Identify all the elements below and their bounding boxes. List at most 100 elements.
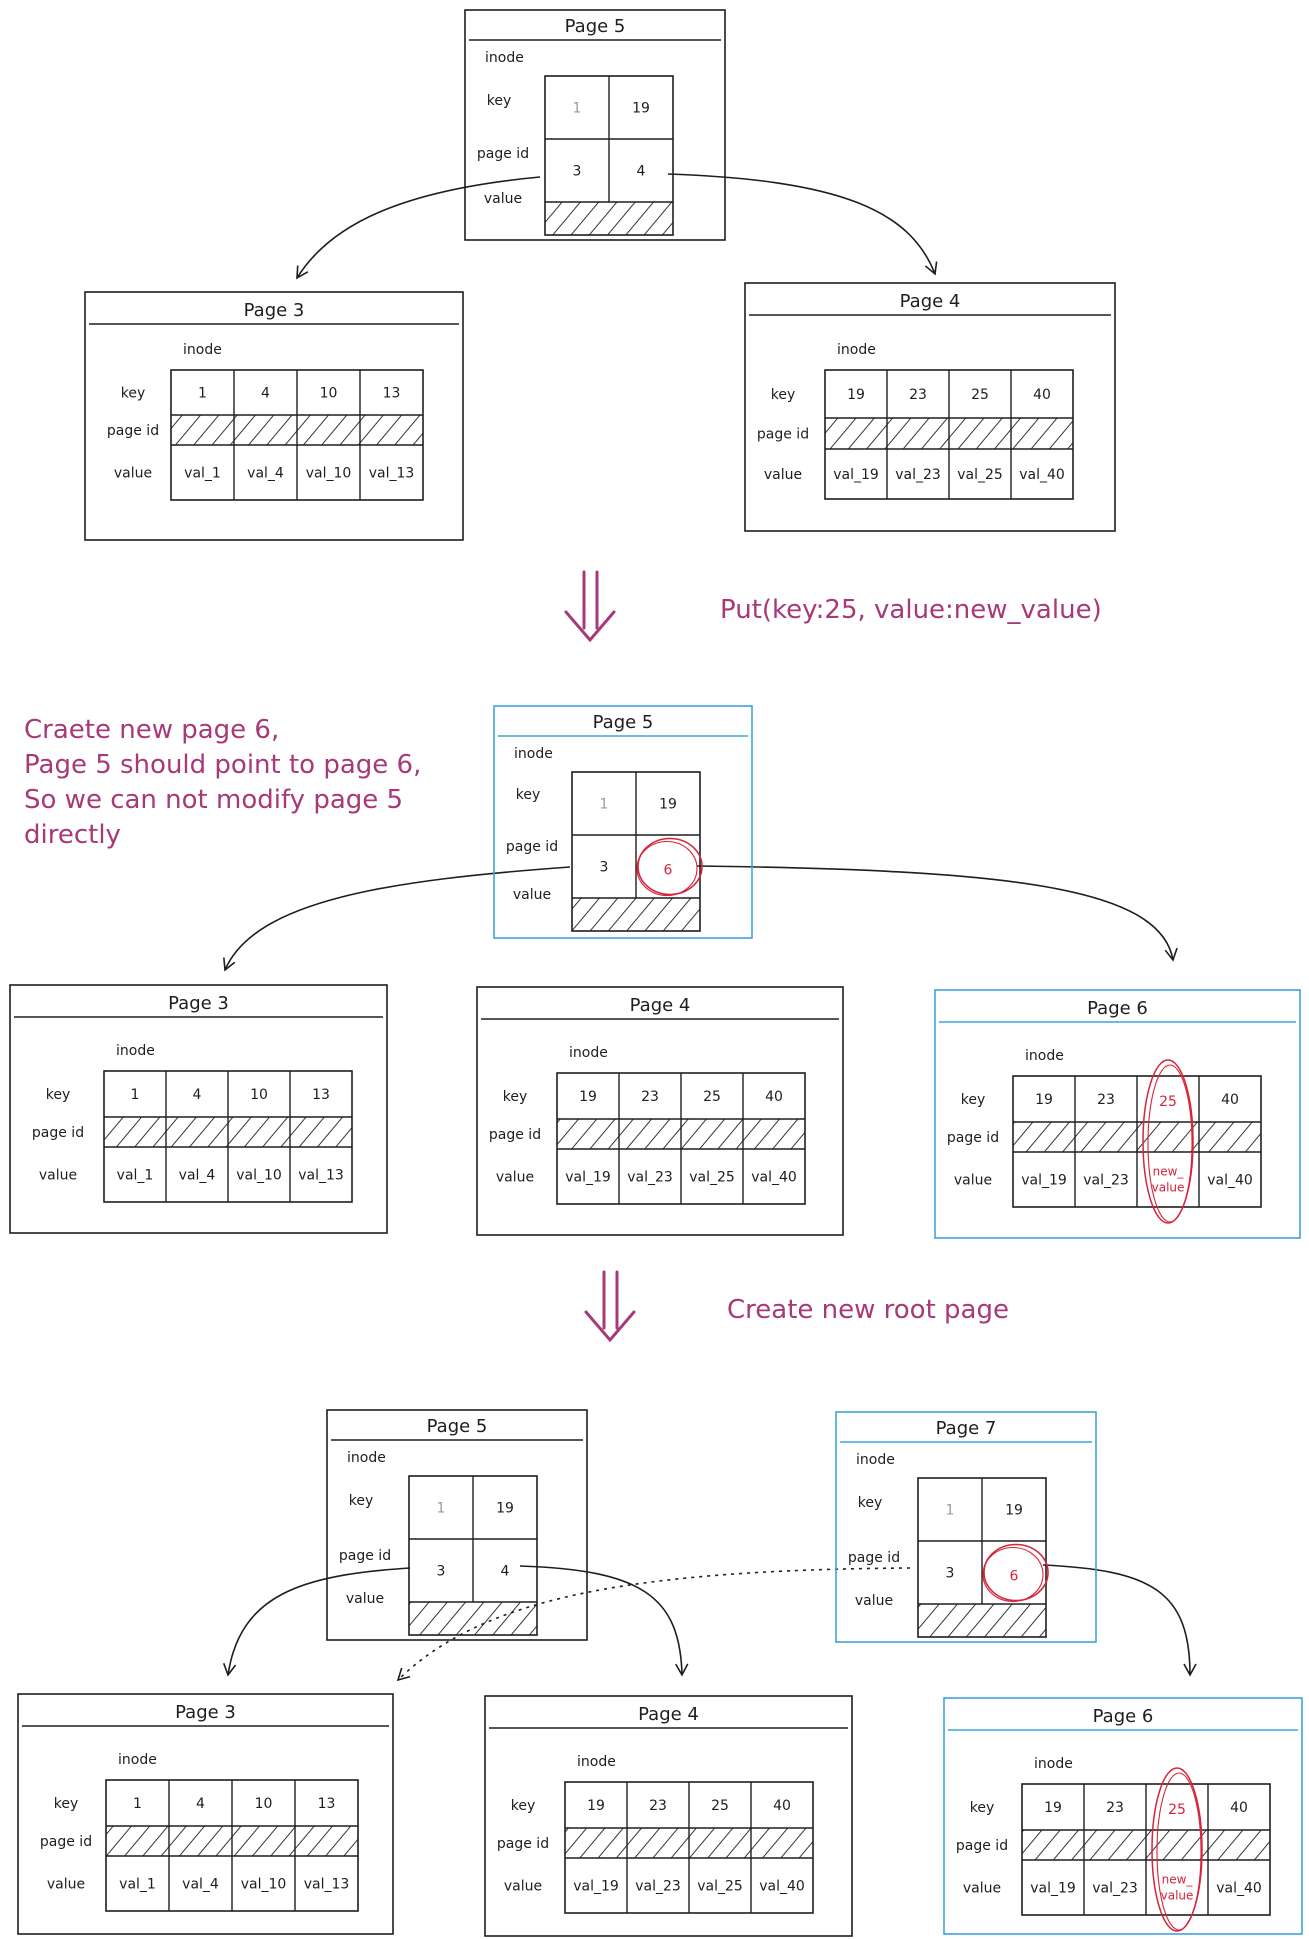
page-frame: [934, 989, 1301, 1239]
key-row-label: key: [961, 1092, 986, 1108]
inode-label: inode: [485, 50, 524, 66]
key-cell: 19: [587, 1798, 605, 1814]
key-cell: 19: [632, 101, 650, 117]
key-cell: 25: [711, 1798, 729, 1814]
key-row-label: key: [487, 93, 512, 109]
value-cell: val_23: [627, 1170, 673, 1186]
page-frame: [326, 1409, 588, 1641]
key-cell: 25: [971, 387, 989, 403]
value-cell: val_4: [247, 466, 284, 482]
value-row-label: value: [39, 1168, 77, 1184]
note-line: So we can not modify page 5: [24, 785, 403, 815]
copy-on-write-note: Craete new page 6, Page 5 should point t…: [24, 715, 430, 850]
page-frame: [17, 1693, 394, 1935]
inode-label: inode: [183, 342, 222, 358]
page-title: Page 5: [565, 16, 626, 37]
change-highlight-ellipse: [1156, 1772, 1202, 1931]
edge-page5-to-page3: [223, 866, 571, 972]
change-highlight-circle: [982, 1546, 1044, 1603]
page-id-row-label: page id: [497, 1836, 549, 1852]
value-hatch: [918, 1604, 1046, 1637]
key-cell: 1: [600, 797, 609, 813]
page-id-cell: 3: [600, 860, 609, 876]
value-row-label: value: [484, 191, 522, 207]
value-cell: val_10: [236, 1168, 282, 1184]
page-id-row-label: page id: [506, 839, 558, 855]
page-title: Page 6: [1093, 1706, 1154, 1727]
key-cell: 13: [312, 1087, 330, 1103]
inode-label: inode: [1025, 1048, 1064, 1064]
page-id-cell: 3: [573, 164, 582, 180]
value-cell: val_4: [179, 1168, 216, 1184]
key-cell: 19: [659, 797, 677, 813]
key-cell: 1: [198, 386, 207, 402]
change-highlight-circle: [983, 1543, 1049, 1602]
key-cell: 10: [255, 1796, 273, 1812]
edge-page5-to-page4: [519, 1565, 689, 1677]
value-cell: val_23: [1092, 1881, 1138, 1897]
key-cell: 23: [649, 1798, 667, 1814]
connectors: [222, 173, 1197, 1682]
key-cell: 13: [318, 1796, 336, 1812]
note-line: Craete new page 6,: [24, 715, 279, 745]
key-cell: 40: [765, 1089, 783, 1105]
inode-label: inode: [116, 1043, 155, 1059]
page-title: Page 5: [427, 1416, 488, 1437]
inode-label: inode: [514, 746, 553, 762]
key-cell: 25: [703, 1089, 721, 1105]
key-cell: 19: [1005, 1503, 1023, 1519]
inode-label: inode: [347, 1450, 386, 1466]
value-cell: val_19: [1021, 1173, 1067, 1189]
edge-page7-to-page3: [396, 1567, 911, 1682]
key-row-label: key: [511, 1798, 536, 1814]
page-id-row-label: page id: [947, 1130, 999, 1146]
inode-label: inode: [577, 1754, 616, 1770]
key-cell: 1: [437, 1501, 446, 1517]
edge-page5-to-page3: [222, 1567, 411, 1677]
edge-page5-to-page4: [667, 173, 938, 276]
value-cell: val_19: [833, 467, 879, 483]
page-id-row-label: page id: [848, 1550, 900, 1566]
inode-label: inode: [856, 1452, 895, 1468]
inode-label: inode: [837, 342, 876, 358]
value-cell: val_25: [689, 1170, 735, 1186]
page-title: Page 4: [638, 1704, 699, 1725]
page-id-row-label: page id: [489, 1127, 541, 1143]
value-cell: val_40: [1216, 1881, 1262, 1897]
key-cell: 40: [1230, 1800, 1248, 1816]
value-row-label: value: [963, 1881, 1001, 1897]
value-cell-changed: new_value: [1161, 1873, 1194, 1903]
key-row-label: key: [970, 1800, 995, 1816]
inode-label: inode: [569, 1045, 608, 1061]
key-cell: 25: [1168, 1802, 1186, 1818]
page-title: Page 6: [1087, 998, 1148, 1019]
key-cell: 19: [1044, 1800, 1062, 1816]
value-cell: val_13: [304, 1877, 350, 1893]
value-cell: val_13: [298, 1168, 344, 1184]
change-highlight-ellipse: [1147, 1064, 1193, 1223]
value-cell: val_40: [759, 1879, 805, 1895]
page-title: Page 3: [175, 1702, 236, 1723]
page-frame: [9, 984, 388, 1234]
page-title: Page 3: [244, 300, 305, 321]
page-id-row-label: page id: [757, 427, 809, 443]
key-row-label: key: [858, 1495, 883, 1511]
value-row-label: value: [346, 1591, 384, 1607]
page-title: Page 7: [936, 1418, 997, 1439]
inode-label: inode: [118, 1752, 157, 1768]
page-title: Page 3: [168, 993, 229, 1014]
key-cell: 23: [909, 387, 927, 403]
key-row-label: key: [121, 386, 146, 402]
key-cell: 19: [847, 387, 865, 403]
value-cell: val_23: [1083, 1173, 1129, 1189]
key-cell: 10: [320, 386, 338, 402]
page-title: Page 5: [593, 712, 654, 733]
change-highlight-circle: [636, 840, 698, 897]
key-cell: 19: [579, 1089, 597, 1105]
